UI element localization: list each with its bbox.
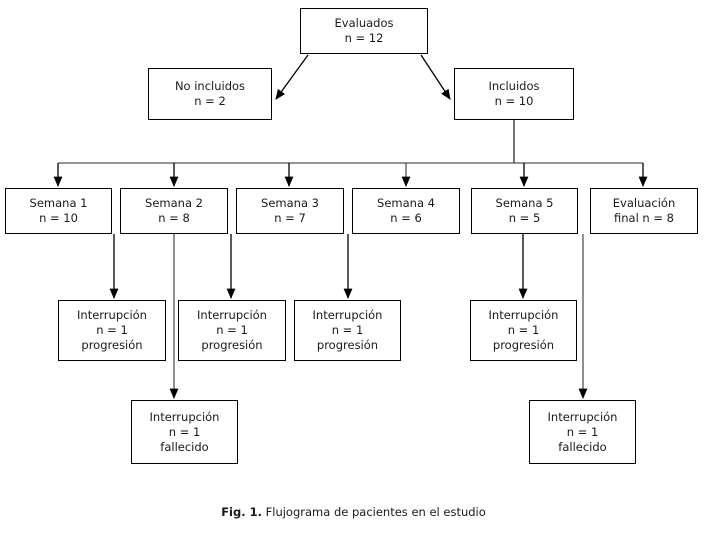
node-text-line: progresión <box>201 338 263 352</box>
node-text-line: progresión <box>492 338 555 352</box>
node-text-line: n = 1 <box>566 424 599 439</box>
node-text-line: n = 8 <box>158 211 190 225</box>
node-text-line: Semana 2 <box>145 196 203 210</box>
node-text-line: final n = 8 <box>614 211 674 225</box>
node-text-line: n = 5 <box>508 211 541 225</box>
node-text-line: Interrupción <box>488 308 559 322</box>
node-text-line: Interrupción <box>312 308 383 322</box>
node-text-line: n = 2 <box>194 94 226 108</box>
figure-caption: Fig. 1. Flujograma de pacientes en el es… <box>0 505 707 519</box>
node-text-line: Incluidos <box>488 79 540 93</box>
node-text-line: n = 6 <box>390 211 422 225</box>
node-text-line: Semana 3 <box>261 196 319 210</box>
node-text-line: Semana 5 <box>495 196 554 210</box>
node-text-line: No incluidos <box>174 79 246 93</box>
node-text-line: fallecido <box>160 439 209 454</box>
node-text-line: Interrupción <box>77 308 147 322</box>
node-text-line: Interrupción <box>149 409 220 424</box>
node-text-line: n = 1 <box>331 323 364 337</box>
figure-caption-text: Flujograma de pacientes en el estudio <box>261 505 486 519</box>
node-text-line: n = 1 <box>168 424 201 439</box>
node-text-line: progresión <box>81 338 143 352</box>
node-text-line: n = 10 <box>39 211 78 225</box>
node-text-line: Evaluación <box>612 196 676 210</box>
edge-evaluados-to-incluidos <box>420 54 451 100</box>
node-text-line: Semana 1 <box>29 196 88 210</box>
node-text-line: Semana 4 <box>377 196 435 210</box>
node-text-line: n = 1 <box>96 323 128 337</box>
node-text-line: n = 10 <box>494 94 534 108</box>
node-text-line: Evaluados <box>334 16 394 30</box>
node-text-line: n = 1 <box>216 323 248 337</box>
figure-caption-label: Fig. 1. <box>221 505 262 519</box>
node-text-line: n = 1 <box>507 323 540 337</box>
node-text-line: progresión <box>316 338 379 352</box>
node-text-line: n = 12 <box>344 31 384 45</box>
node-text-line: Interrupción <box>547 409 618 424</box>
edge-evaluados-to-no-incluidos <box>275 54 309 100</box>
node-text-line: n = 7 <box>274 211 306 225</box>
node-text-line: Interrupción <box>197 308 267 322</box>
node-text-line: fallecido <box>558 439 607 454</box>
